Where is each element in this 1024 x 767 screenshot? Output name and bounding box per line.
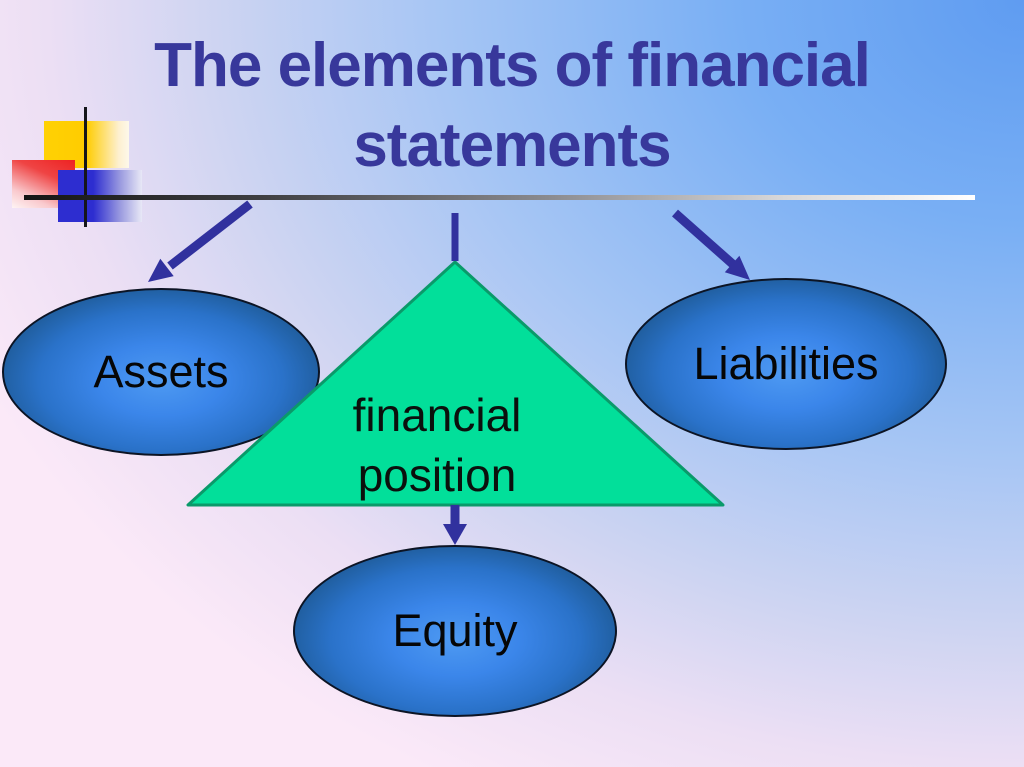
assets-label: Assets <box>93 346 229 397</box>
liabilities-label: Liabilities <box>693 338 879 389</box>
slide-title: The elements of financial statements <box>154 31 871 180</box>
financial-position-label-line1: financial <box>352 389 522 441</box>
title-divider-line <box>24 195 975 200</box>
arrow-to-liabilities-icon <box>672 209 750 280</box>
liabilities-node: Liabilities <box>625 278 947 450</box>
crosshair-vertical-line <box>84 107 87 227</box>
arrow-to-assets-icon <box>148 200 253 282</box>
equity-label: Equity <box>392 605 518 656</box>
arrow-to-equity-icon <box>443 505 467 545</box>
assets-node: Assets <box>2 288 320 456</box>
financial-position-label: financial position <box>287 385 587 505</box>
financial-position-label-line2: position <box>357 449 517 501</box>
equity-node: Equity <box>293 545 617 717</box>
